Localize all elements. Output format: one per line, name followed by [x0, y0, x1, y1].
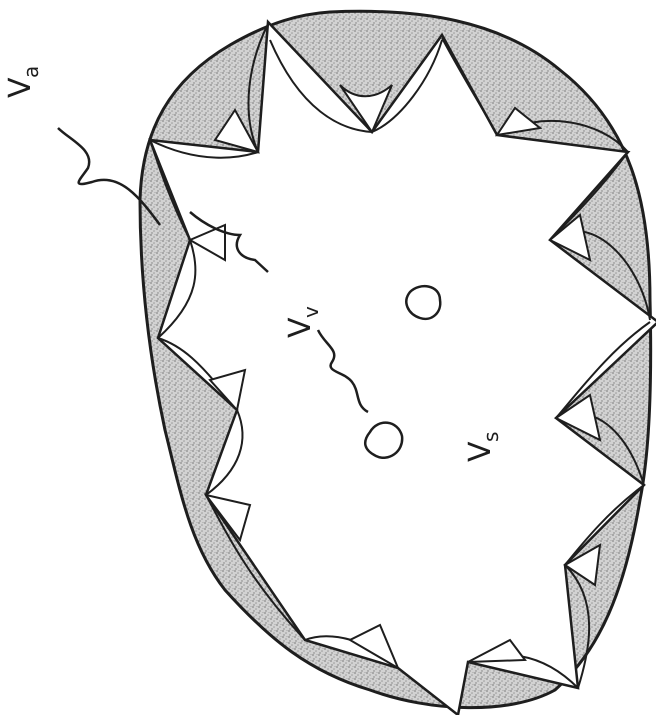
label-vs-main: V	[463, 441, 498, 462]
label-vv-sub: v	[299, 306, 323, 318]
label-va-sub: a	[19, 66, 43, 78]
label-va: V a	[3, 66, 43, 98]
void-blob-upper	[406, 286, 440, 319]
label-va-main: V	[3, 77, 38, 98]
label-vs-sub: s	[479, 432, 503, 442]
label-vv-main: V	[283, 317, 318, 338]
